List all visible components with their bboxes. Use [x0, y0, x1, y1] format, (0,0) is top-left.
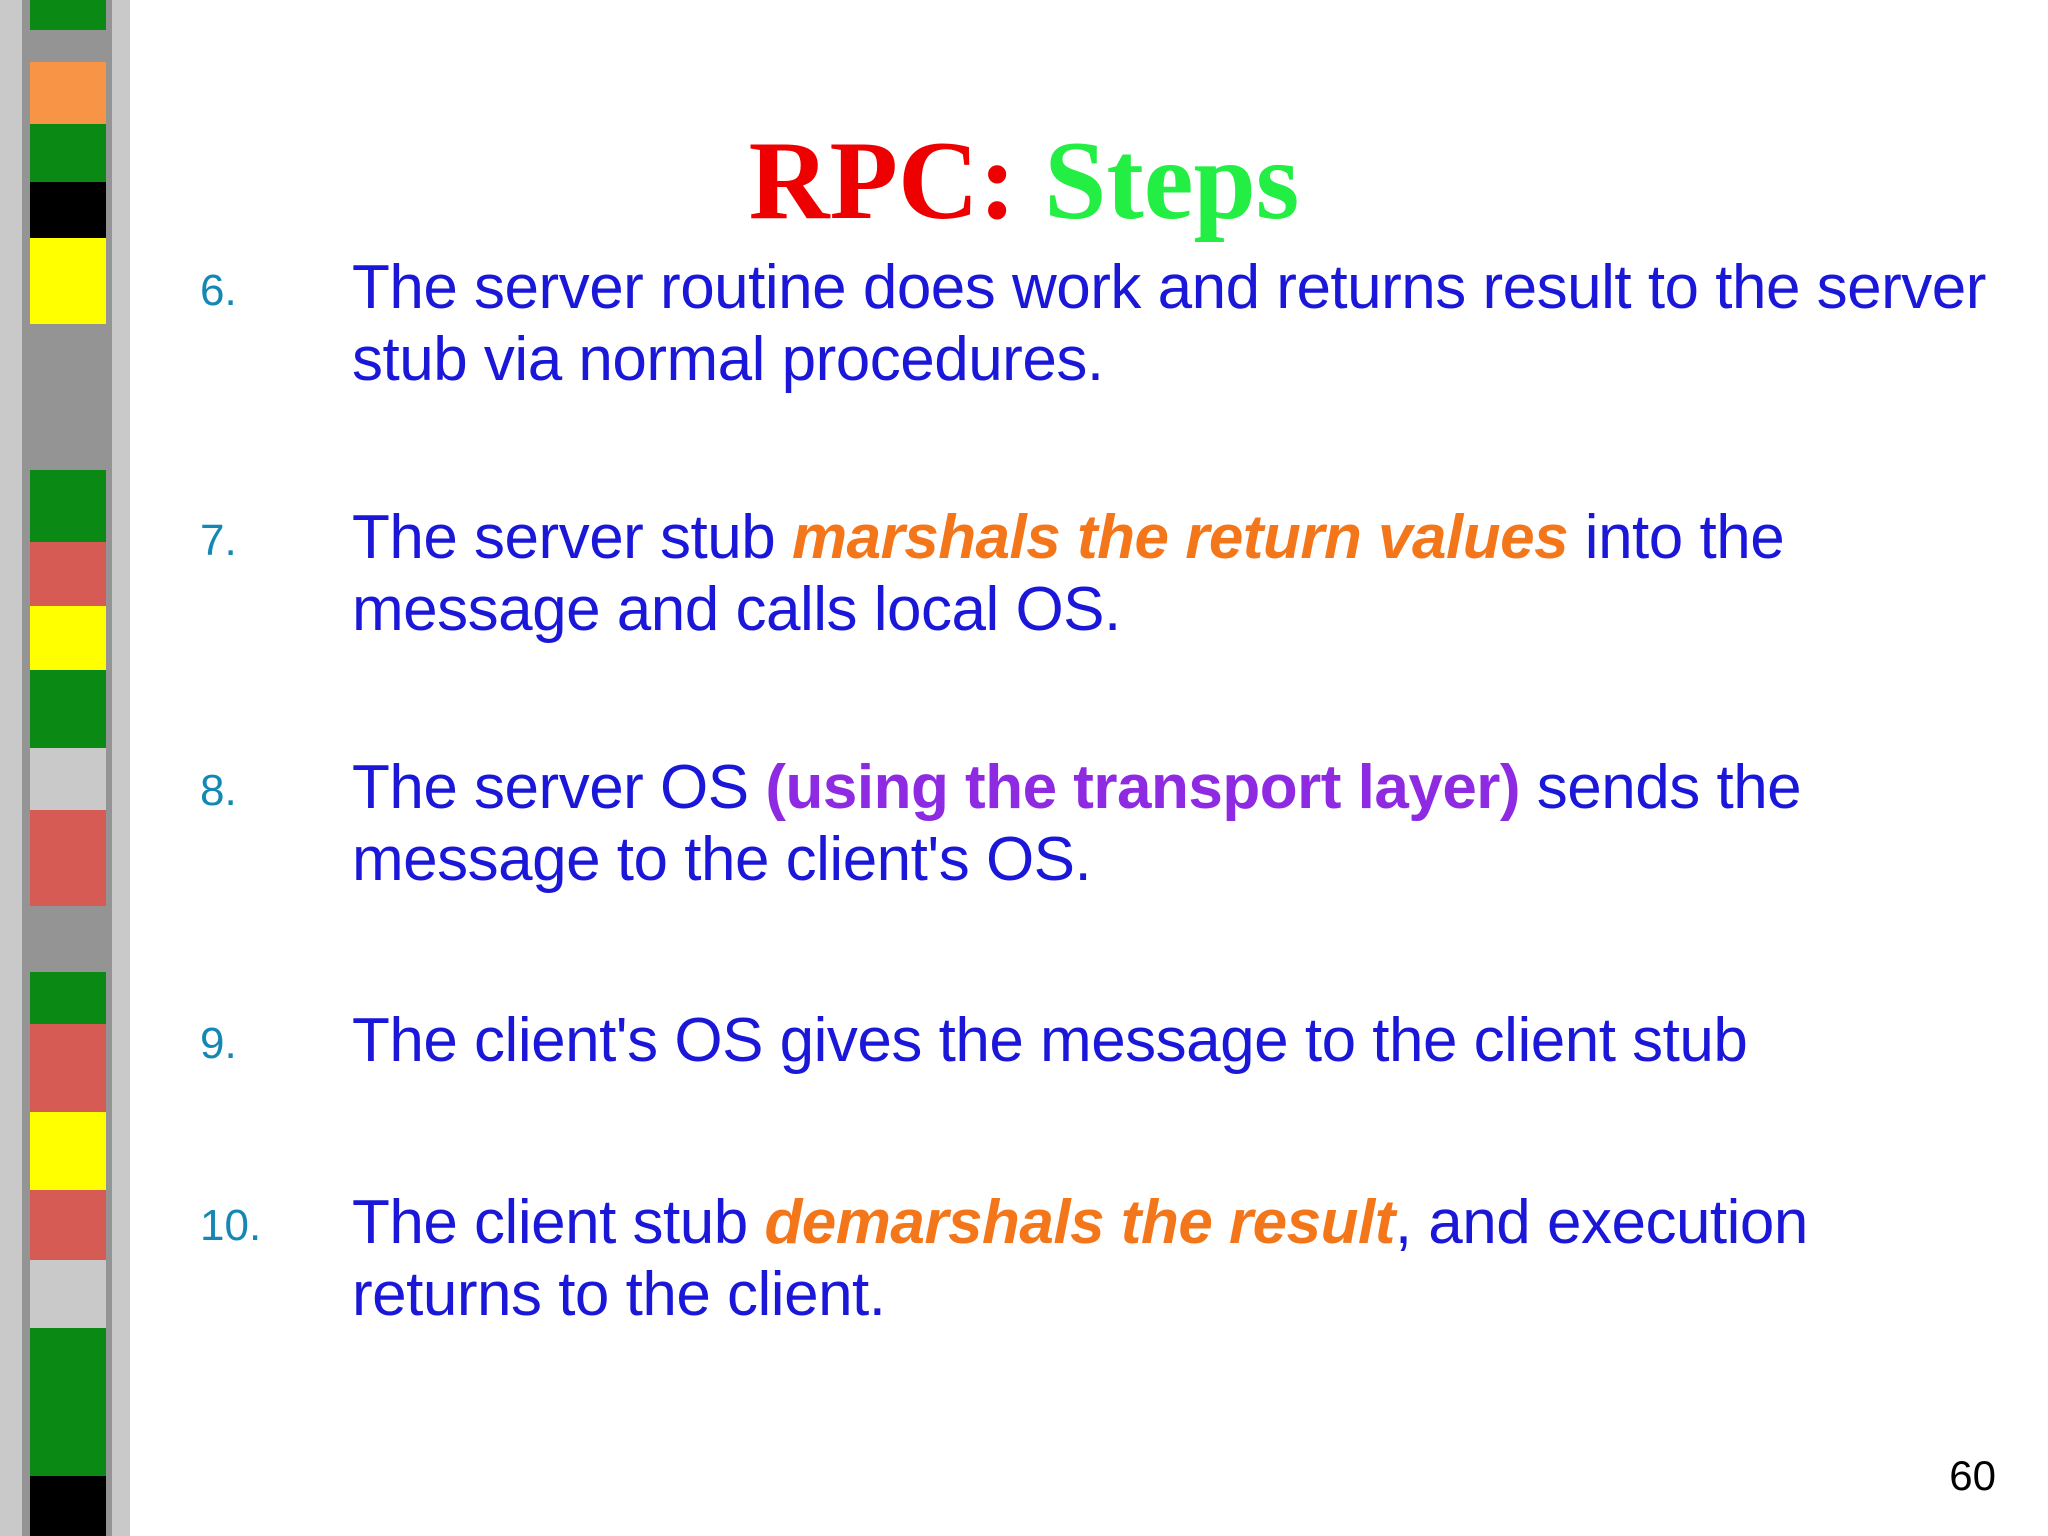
title-green-part: Steps — [1044, 119, 1300, 244]
strip-left-edge — [0, 0, 22, 1536]
numbered-step-list: 6. The server routine does work and retur… — [160, 252, 2000, 1331]
step-number: 8. — [200, 765, 237, 815]
strip-block — [30, 1328, 106, 1476]
step-number: 10. — [200, 1201, 262, 1251]
step-text: The server stub marshals the return valu… — [352, 502, 2000, 646]
step-text: The client stub demarshals the result, a… — [352, 1187, 2000, 1331]
strip-block — [30, 182, 106, 238]
strip-block — [30, 972, 106, 1024]
decorative-color-strip — [0, 0, 130, 1536]
strip-block — [30, 1024, 106, 1112]
title-red-part: RPC: — [748, 119, 1017, 244]
step-item: 8. The server OS (using the transport lay… — [200, 752, 2000, 896]
strip-block — [30, 0, 106, 30]
strip-block — [30, 670, 106, 748]
strip-block — [30, 1112, 106, 1190]
strip-block — [30, 470, 106, 542]
step-text-run: , and execution returns to the client. — [352, 1188, 1808, 1330]
step-text: The client's OS gives the message to the… — [352, 1005, 2000, 1077]
step-text-highlight: demarshals the result — [764, 1188, 1395, 1258]
slide-title: RPC: Steps — [0, 122, 2048, 241]
strip-block — [30, 810, 106, 906]
strip-block — [30, 124, 106, 182]
step-text: The server OS (using the transport layer… — [352, 752, 2000, 896]
step-text-highlight: (using the transport layer) — [765, 752, 1521, 822]
step-text-run: sends the message to the client's OS. — [352, 752, 1802, 894]
strip-block — [30, 542, 106, 606]
page-number: 60 — [1949, 1452, 1996, 1499]
step-item: 10. The client stub demarshals the result… — [200, 1187, 2000, 1331]
strip-block — [30, 238, 106, 324]
step-text-run: The server stub — [352, 502, 792, 572]
strip-block — [30, 606, 106, 670]
step-number: 7. — [200, 515, 237, 565]
step-number: 6. — [200, 266, 237, 315]
step-text-run: The client's OS gives the message to the… — [352, 1006, 1748, 1076]
strip-block — [30, 1190, 106, 1260]
step-text-run: The server routine does work and returns… — [352, 253, 1986, 394]
strip-block — [30, 1476, 106, 1536]
step-item: 9. The client's OS gives the message to t… — [200, 1005, 2000, 1077]
strip-block — [30, 748, 106, 810]
step-text-run: into the message and calls local OS. — [352, 502, 1785, 644]
strip-block — [30, 1260, 106, 1328]
step-number: 9. — [200, 1019, 237, 1069]
strip-block — [30, 62, 106, 124]
step-text-run: The server OS — [352, 752, 766, 822]
step-text-highlight: marshals the return values — [791, 502, 1569, 572]
step-text-run: The client stub — [352, 1188, 765, 1258]
step-item: 6. The server routine does work and retur… — [200, 252, 2000, 396]
step-text: The server routine does work and returns… — [352, 252, 2000, 396]
step-item: 7. The server stub marshals the return va… — [200, 502, 2000, 646]
strip-right-edge — [112, 0, 130, 1536]
